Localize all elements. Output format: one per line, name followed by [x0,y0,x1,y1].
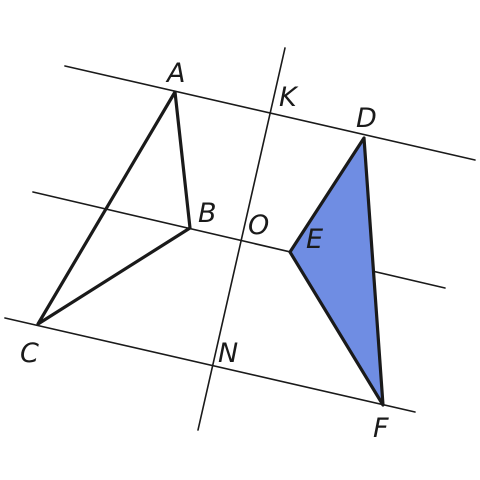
line-through-b-e [32,191,446,289]
label-point-b: B [198,198,217,229]
triangle-def [288,136,385,407]
line-k-o-n [197,47,286,431]
label-point-o: O [248,210,269,241]
label-point-a: A [165,58,185,89]
label-point-e: E [306,224,323,255]
label-point-d: D [356,103,377,134]
label-point-n: N [218,338,238,369]
label-point-k: K [279,82,299,113]
line-through-c-f [4,317,416,413]
label-point-c: C [20,338,39,369]
label-point-f: F [373,413,389,444]
triangle-abc [36,90,192,326]
